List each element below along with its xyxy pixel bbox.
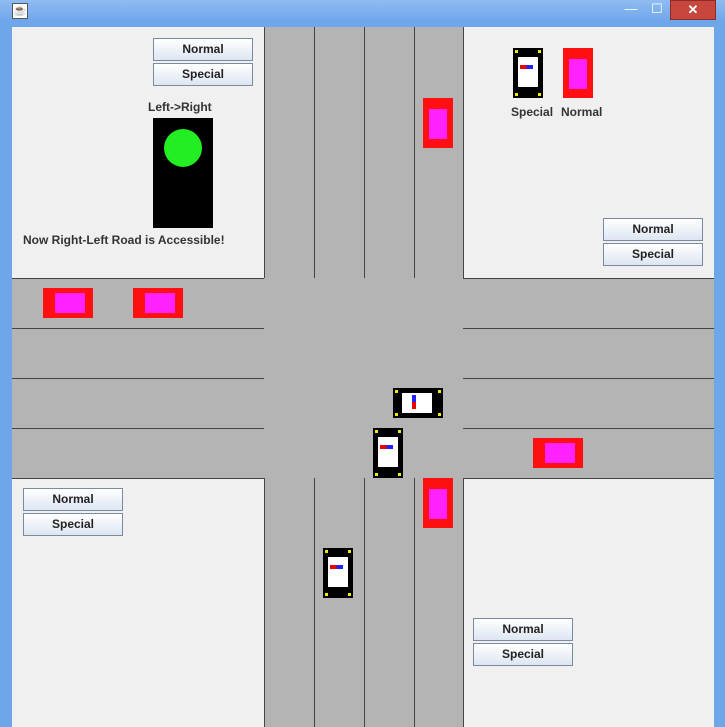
special-car-legend-icon xyxy=(513,48,543,98)
simulation-canvas: Normal Special Left->Right Now Right-Lef… xyxy=(12,27,714,727)
bottom-left-special-button[interactable]: Special xyxy=(23,513,123,536)
lane-line xyxy=(12,428,264,429)
lane-line xyxy=(12,478,264,479)
special-car xyxy=(393,388,443,418)
top-right-special-button[interactable]: Special xyxy=(603,243,703,266)
lane-line xyxy=(314,27,315,278)
top-left-normal-button[interactable]: Normal xyxy=(153,38,253,61)
top-left-special-button[interactable]: Special xyxy=(153,63,253,86)
maximize-button[interactable]: ☐ xyxy=(651,1,663,16)
lane-line xyxy=(264,27,265,278)
title-bar[interactable]: ☕ — ☐ ✕ xyxy=(0,0,725,22)
lane-line xyxy=(463,378,714,379)
java-app-icon: ☕ xyxy=(12,3,28,19)
green-light-icon xyxy=(164,129,202,167)
lane-line xyxy=(12,328,264,329)
lane-line xyxy=(414,478,415,727)
bottom-right-normal-button[interactable]: Normal xyxy=(473,618,573,641)
lane-line xyxy=(414,27,415,278)
lane-line xyxy=(463,428,714,429)
lane-line xyxy=(463,478,714,479)
lane-line xyxy=(364,27,365,278)
minimize-button[interactable]: — xyxy=(624,1,638,16)
normal-car xyxy=(533,438,583,468)
lane-line xyxy=(314,478,315,727)
legend-special-label: Special xyxy=(511,105,554,119)
normal-car-legend-icon xyxy=(563,48,593,98)
lane-line xyxy=(12,378,264,379)
bottom-left-normal-button[interactable]: Normal xyxy=(23,488,123,511)
lane-line xyxy=(463,328,714,329)
lane-line xyxy=(463,278,714,279)
bottom-right-special-button[interactable]: Special xyxy=(473,643,573,666)
traffic-light xyxy=(153,118,213,228)
normal-car xyxy=(423,98,453,148)
special-car xyxy=(323,548,353,598)
lane-line xyxy=(264,478,265,727)
lane-line xyxy=(463,27,464,278)
lane-line xyxy=(364,478,365,727)
normal-car xyxy=(423,478,453,528)
close-button[interactable]: ✕ xyxy=(670,0,716,20)
top-right-normal-button[interactable]: Normal xyxy=(603,218,703,241)
legend-normal-label: Normal xyxy=(561,105,603,119)
signal-direction-label: Left->Right xyxy=(148,100,212,114)
lane-line xyxy=(12,278,264,279)
road-status-text: Now Right-Left Road is Accessible! xyxy=(23,233,225,247)
lane-line xyxy=(463,478,464,727)
special-car xyxy=(373,428,403,478)
normal-car xyxy=(43,288,93,318)
normal-car xyxy=(133,288,183,318)
